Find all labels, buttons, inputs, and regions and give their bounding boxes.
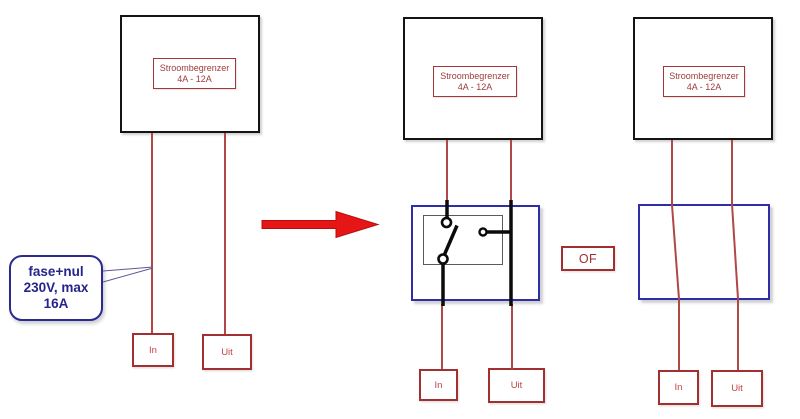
callout-pointer-upper — [102, 266, 154, 272]
limiter-label-left-line2: 4A - 12A — [177, 73, 212, 84]
callout-line3: 16A — [43, 296, 69, 311]
in-terminal-middle-label: In — [434, 379, 443, 391]
uit-terminal-left-label: Uit — [221, 346, 233, 358]
in-terminal-left-label: In — [149, 344, 157, 356]
callout-bubble: fase+nul 230V, max 16A — [9, 255, 103, 321]
in-terminal-right: In — [658, 370, 699, 405]
callout-line1: fase+nul — [28, 264, 84, 279]
current-limiter-box-middle — [403, 17, 543, 140]
limiter-label-right-line1: Stroombegrenzer — [669, 70, 739, 81]
limiter-label-right: Stroombegrenzer 4A - 12A — [663, 66, 745, 97]
switch-inner-frame — [423, 215, 503, 265]
or-label-text: OF — [578, 251, 598, 266]
limiter-label-middle-line2: 4A - 12A — [457, 81, 493, 92]
current-limiter-box-left — [120, 15, 260, 133]
uit-terminal-right-label: Uit — [731, 383, 743, 394]
uit-terminal-middle: Uit — [488, 368, 545, 403]
arrow-icon — [261, 210, 380, 239]
limiter-label-right-line2: 4A - 12A — [686, 81, 722, 92]
uit-terminal-right: Uit — [711, 370, 763, 407]
callout-pointer-lower — [102, 267, 154, 283]
uit-terminal-middle-label: Uit — [510, 380, 523, 391]
uit-terminal-left: Uit — [202, 334, 252, 370]
in-terminal-right-label: In — [674, 382, 683, 393]
limiter-label-left: Stroombegrenzer 4A - 12A — [153, 58, 236, 89]
callout-line2: 230V, max — [23, 280, 89, 295]
or-label-box: OF — [561, 246, 615, 271]
switch-box-simple — [638, 204, 770, 300]
switch-box-double-pole — [411, 205, 540, 301]
current-limiter-box-right — [633, 17, 773, 140]
limiter-label-middle: Stroombegrenzer 4A - 12A — [433, 66, 517, 97]
in-terminal-left: In — [132, 333, 174, 367]
limiter-label-middle-line1: Stroombegrenzer — [440, 70, 510, 81]
limiter-label-left-line1: Stroombegrenzer — [159, 62, 230, 73]
in-terminal-middle: In — [419, 369, 458, 401]
